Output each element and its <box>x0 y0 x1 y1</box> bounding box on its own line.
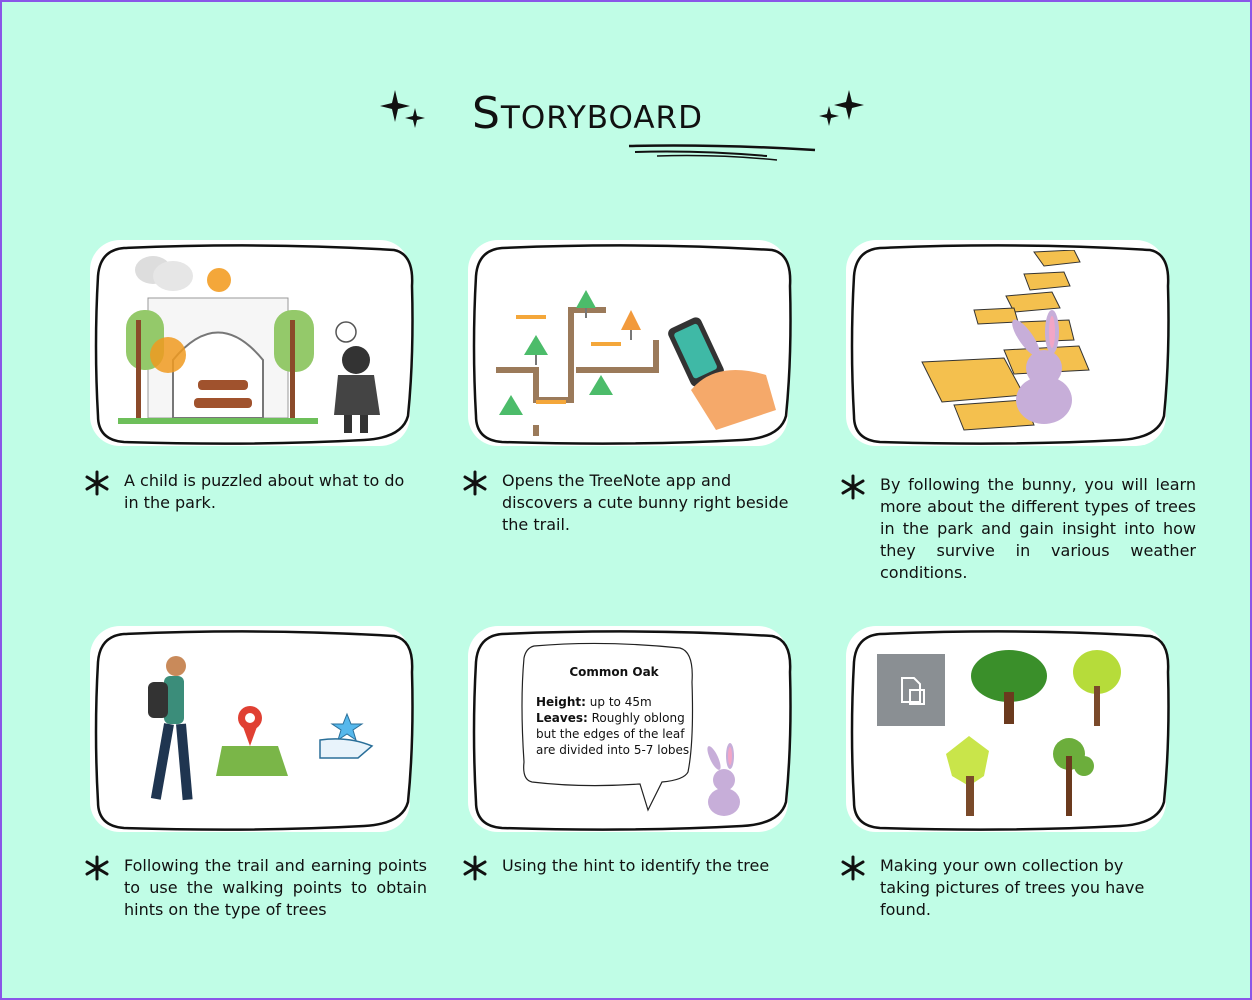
panel-2-caption: Opens the TreeNote app and discovers a c… <box>462 470 792 536</box>
park-map-phone-illustration <box>496 290 776 436</box>
caption-text: Using the hint to identify the tree <box>502 856 770 875</box>
panel-3-caption: By following the bunny, you will learn m… <box>840 474 1196 584</box>
storyboard-panel-3 <box>840 236 1172 450</box>
title-area: Storyboard <box>372 82 872 182</box>
caption-text: By following the bunny, you will learn m… <box>880 475 1196 582</box>
storyboard-panel-6 <box>840 622 1172 836</box>
tree-collection-illustration <box>877 650 1121 816</box>
asterisk-bullet-icon <box>463 855 487 881</box>
storyboard-panel-1 <box>84 236 416 450</box>
hint-height: Height: up to 45m <box>536 695 652 709</box>
sparkle-icon <box>380 90 425 128</box>
hint-tree-name: Common Oak <box>569 665 659 679</box>
panel-frame <box>468 626 792 832</box>
storyboard-panel-4 <box>84 622 416 836</box>
panel-frame <box>846 240 1170 446</box>
puzzled-child-illustration <box>118 256 380 433</box>
panel-5-caption: Using the hint to identify the tree <box>462 855 792 881</box>
caption-text: Making your own collection by taking pic… <box>880 856 1145 919</box>
panel-1-caption: A child is puzzled about what to do in t… <box>84 470 414 514</box>
storyboard-panel-5: Common Oak Height: up to 45m Leaves: Rou… <box>462 622 794 836</box>
asterisk-bullet-icon <box>463 470 487 496</box>
page-title: Storyboard <box>472 88 703 139</box>
hint-leaves: Leaves: Roughly oblong but the edges of … <box>536 711 690 757</box>
asterisk-bullet-icon <box>841 855 865 881</box>
asterisk-bullet-icon <box>85 470 109 496</box>
panel-4-caption: Following the trail and earning points t… <box>84 855 427 921</box>
caption-text: Opens the TreeNote app and discovers a c… <box>502 471 789 534</box>
tree-hint-bubble: Common Oak Height: up to 45m Leaves: Rou… <box>536 664 692 758</box>
sparkle-icon <box>819 90 864 126</box>
caption-text: Following the trail and earning points t… <box>124 856 427 919</box>
stepping-stones-bunny-illustration <box>921 250 1090 431</box>
storyboard-panel-2 <box>462 236 794 450</box>
asterisk-bullet-icon <box>85 855 109 881</box>
title-underline <box>628 144 816 161</box>
hiker-map-points-illustration <box>148 656 374 801</box>
caption-text: A child is puzzled about what to do in t… <box>124 471 405 512</box>
asterisk-bullet-icon <box>841 474 865 500</box>
panel-6-caption: Making your own collection by taking pic… <box>840 855 1170 921</box>
